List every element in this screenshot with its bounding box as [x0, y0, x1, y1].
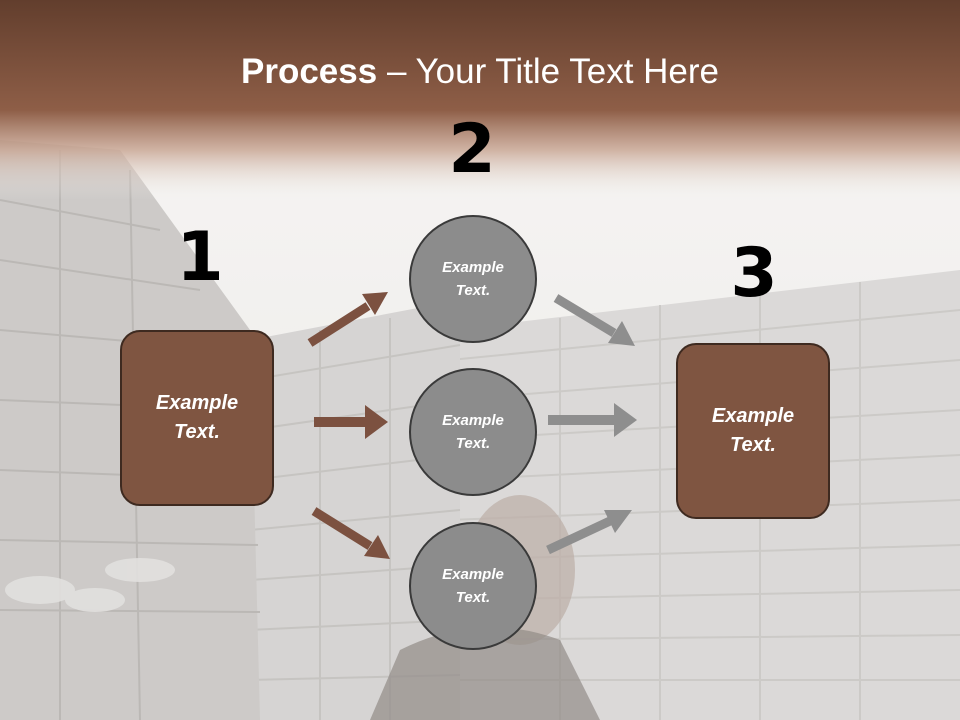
circle-middle-text: Example Text. [442, 412, 504, 452]
circle-top-text: Example Text. [442, 259, 504, 299]
circle-bottom-text: Example Text. [442, 566, 504, 606]
step-3-box: Example Text. [676, 343, 830, 519]
step-number-3: 3 [730, 234, 778, 313]
step-number-1: 1 [176, 218, 224, 297]
step-1-text: Example Text. [155, 392, 239, 443]
process-circle-top: Example Text. [409, 215, 537, 343]
process-circle-middle: Example Text. [409, 368, 537, 496]
title-rest: – Your Title Text Here [377, 52, 719, 91]
title-bold: Process [241, 52, 378, 91]
step-1-box: Example Text. [120, 330, 274, 506]
step-3-text: Example Text. [711, 405, 795, 456]
step-number-2: 2 [448, 110, 496, 189]
process-circle-bottom: Example Text. [409, 522, 537, 650]
slide-title: Process – Your Title Text Here [0, 52, 960, 92]
